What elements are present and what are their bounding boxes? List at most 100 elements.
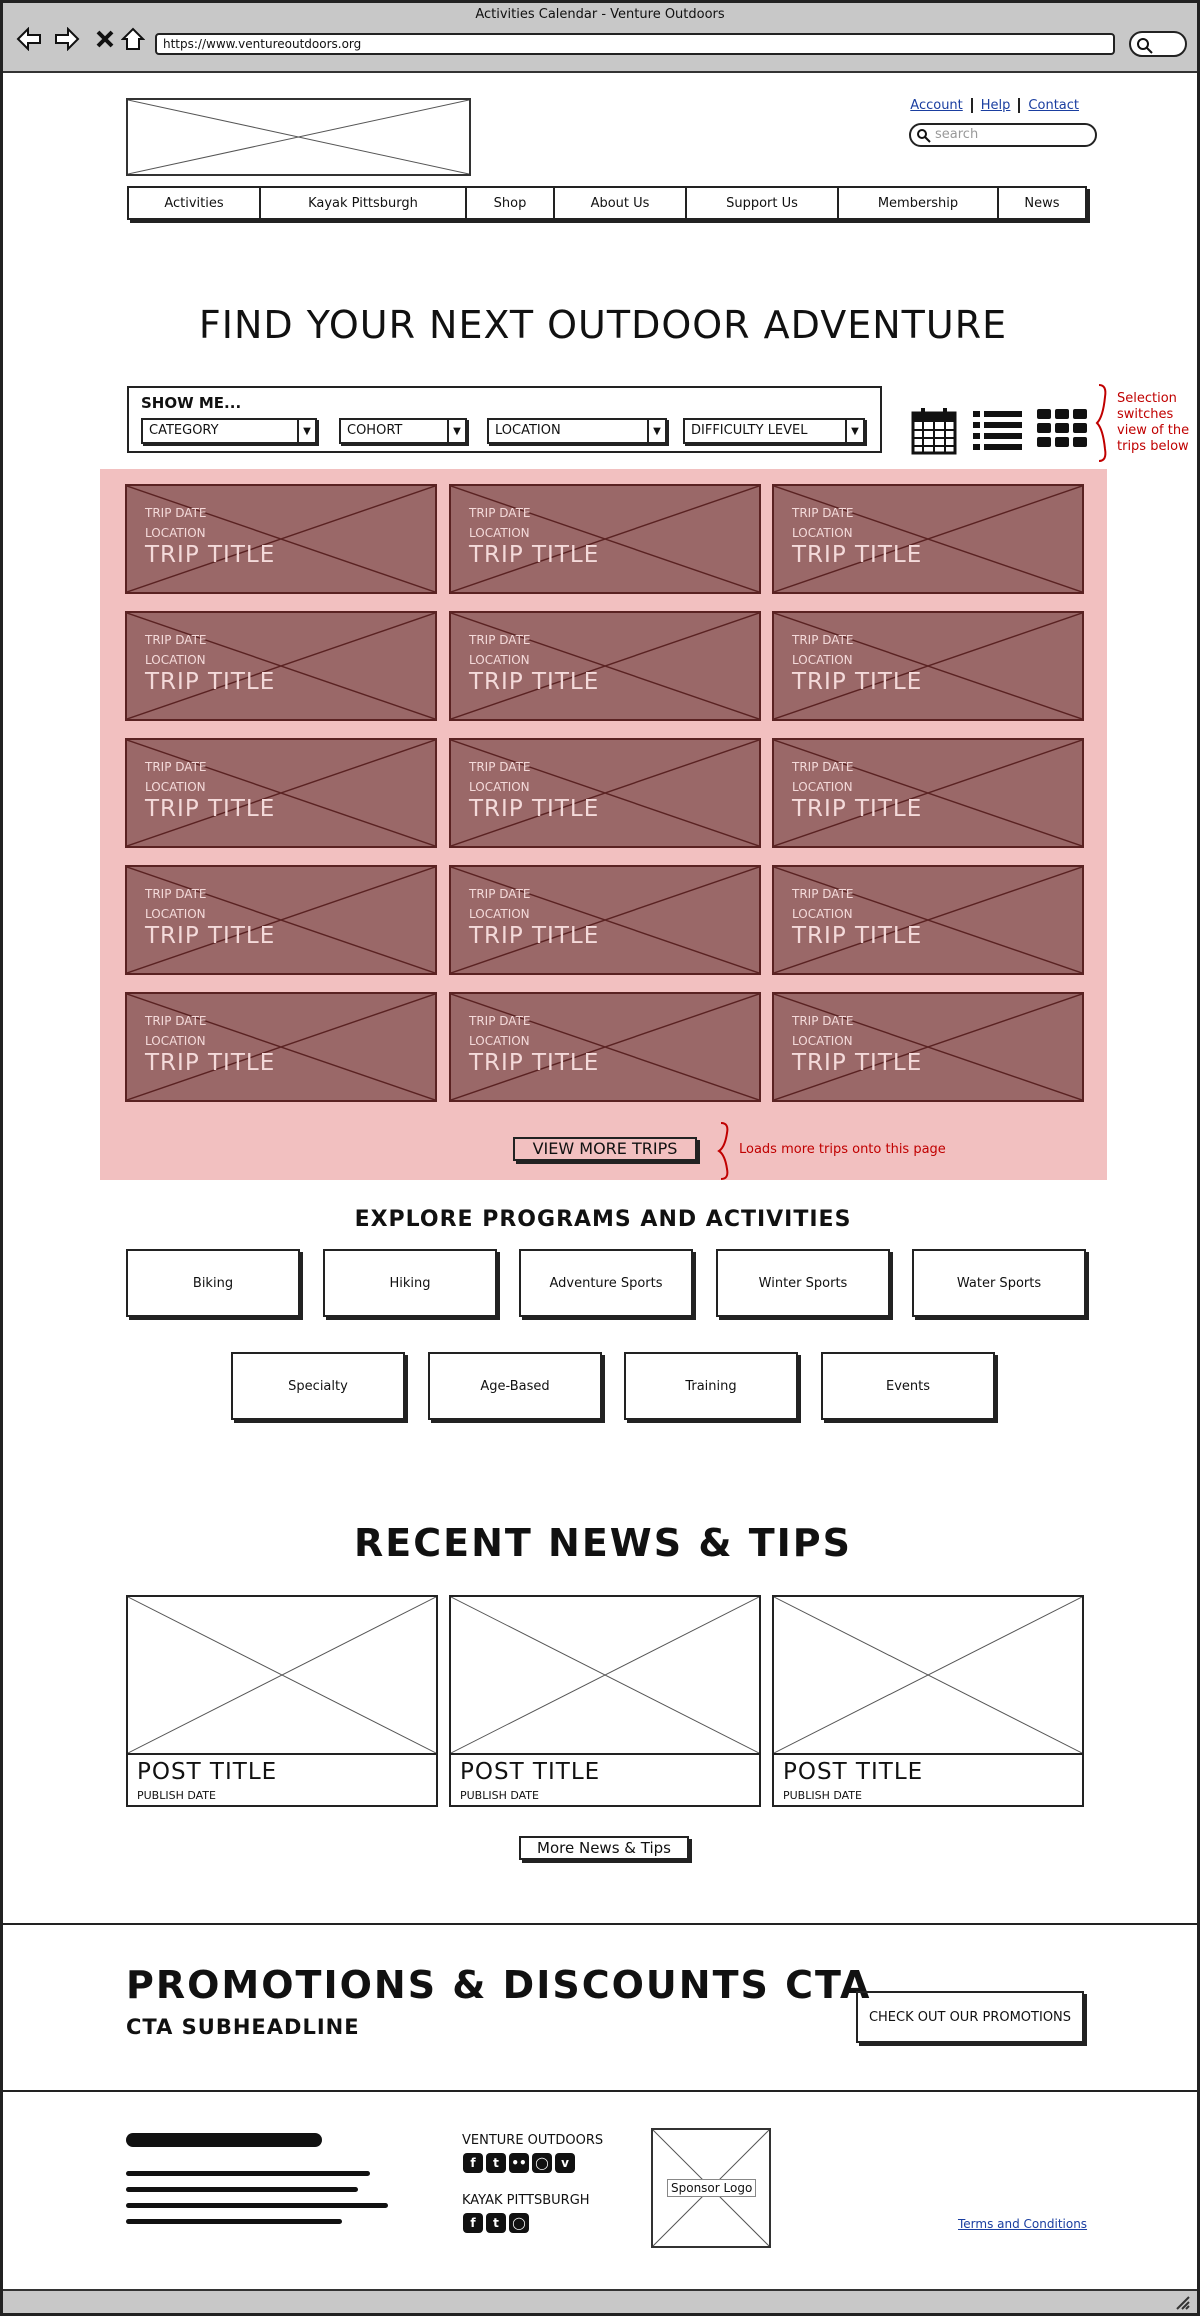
list-view-icon[interactable]	[973, 409, 1023, 451]
flickr-icon[interactable]: ••	[509, 2153, 529, 2173]
trip-title: TRIP TITLE	[792, 923, 923, 949]
horizontal-scrollbar[interactable]	[3, 2289, 1197, 2313]
twitter-icon[interactable]: t	[486, 2213, 506, 2233]
program-hiking-button[interactable]: Hiking	[323, 1249, 497, 1317]
browser-search-field[interactable]	[1129, 31, 1187, 57]
terms-link[interactable]: Terms and Conditions	[958, 2217, 1088, 2231]
publish-date: PUBLISH DATE	[783, 1789, 862, 1802]
nav-item-activities[interactable]: Activities	[164, 195, 224, 211]
trip-date: TRIP DATE	[469, 1014, 531, 1028]
trip-card[interactable]: TRIP DATE LOCATION TRIP TITLE	[449, 992, 761, 1102]
grid-view-icon[interactable]	[1037, 409, 1089, 449]
hero-title: FIND YOUR NEXT OUTDOOR ADVENTURE	[198, 303, 1008, 347]
nav-item-shop[interactable]: Shop	[465, 188, 553, 218]
trip-title: TRIP TITLE	[792, 796, 923, 822]
trip-title: TRIP TITLE	[145, 796, 276, 822]
trip-date: TRIP DATE	[469, 887, 531, 901]
back-icon[interactable]	[15, 25, 43, 53]
trip-title: TRIP TITLE	[145, 1050, 276, 1076]
program-age-based-button[interactable]: Age-Based	[428, 1352, 602, 1420]
venture-social-links: f t •• ◯ v	[463, 2153, 575, 2173]
facebook-icon[interactable]: f	[463, 2213, 483, 2233]
post-title: POST TITLE	[137, 1759, 278, 1785]
difficulty-dropdown[interactable]: DIFFICULTY LEVEL ▼	[683, 418, 865, 444]
difficulty-dropdown-value: DIFFICULTY LEVEL	[691, 423, 808, 438]
news-image-placeholder	[451, 1597, 759, 1755]
address-bar[interactable]: https://www.ventureoutdoors.org	[155, 33, 1115, 55]
program-training-button[interactable]: Training	[624, 1352, 798, 1420]
nav-item-about-us[interactable]: About Us	[553, 188, 685, 218]
promotions-cta-button[interactable]: CHECK OUT OUR PROMOTIONS	[856, 1991, 1084, 2043]
trip-location: LOCATION	[469, 1034, 530, 1048]
chevron-down-icon: ▼	[845, 420, 863, 442]
trip-image-placeholder	[127, 486, 435, 592]
site-logo-placeholder[interactable]	[126, 98, 471, 176]
publish-date: PUBLISH DATE	[137, 1789, 216, 1802]
forward-icon[interactable]	[53, 25, 81, 53]
view-more-trips-button[interactable]: VIEW MORE TRIPS	[513, 1137, 697, 1161]
trip-date: TRIP DATE	[792, 633, 854, 647]
trip-title: TRIP TITLE	[469, 1050, 600, 1076]
program-water-sports-button[interactable]: Water Sports	[912, 1249, 1086, 1317]
vimeo-icon[interactable]: v	[555, 2153, 575, 2173]
news-card[interactable]: POST TITLE PUBLISH DATE	[126, 1595, 438, 1807]
chevron-down-icon: ▼	[297, 420, 315, 442]
trip-title: TRIP TITLE	[145, 669, 276, 695]
category-dropdown[interactable]: CATEGORY ▼	[141, 418, 317, 444]
brace-icon	[1095, 384, 1107, 462]
program-winter-sports-button[interactable]: Winter Sports	[716, 1249, 890, 1317]
resize-grip-icon[interactable]	[1175, 2295, 1191, 2311]
facebook-icon[interactable]: f	[463, 2153, 483, 2173]
nav-item-news[interactable]: News	[997, 188, 1085, 218]
news-card[interactable]: POST TITLE PUBLISH DATE	[449, 1595, 761, 1807]
location-dropdown-value: LOCATION	[495, 423, 561, 438]
search-icon	[1137, 38, 1153, 54]
program-adventure-sports-button[interactable]: Adventure Sports	[519, 1249, 693, 1317]
trip-date: TRIP DATE	[145, 633, 207, 647]
account-link[interactable]: Account	[910, 98, 963, 113]
trip-filter-panel: SHOW ME... CATEGORY ▼ COHORT ▼ LOCATION …	[127, 386, 882, 453]
help-link[interactable]: Help	[970, 98, 1019, 113]
trip-title: TRIP TITLE	[469, 542, 600, 568]
trip-image-placeholder	[451, 867, 759, 973]
footer-logo-scribble	[126, 2127, 322, 2151]
sponsor-logo-placeholder[interactable]: Sponsor Logo	[651, 2128, 771, 2248]
calendar-icon[interactable]	[911, 407, 957, 455]
trip-title: TRIP TITLE	[469, 669, 600, 695]
program-events-button[interactable]: Events	[821, 1352, 995, 1420]
cohort-dropdown[interactable]: COHORT ▼	[339, 418, 467, 444]
program-specialty-button[interactable]: Specialty	[231, 1352, 405, 1420]
trip-image-placeholder	[774, 486, 1082, 592]
nav-item-membership[interactable]: Membership	[837, 188, 997, 218]
site-search-input[interactable]: search	[909, 123, 1097, 147]
nav-item-kayak-pittsburgh[interactable]: Kayak Pittsburgh	[259, 188, 465, 218]
trip-location: LOCATION	[469, 526, 530, 540]
twitter-icon[interactable]: t	[486, 2153, 506, 2173]
brace-icon	[717, 1122, 729, 1180]
location-dropdown[interactable]: LOCATION ▼	[487, 418, 667, 444]
contact-link[interactable]: Contact	[1018, 98, 1087, 113]
nav-item-support-us[interactable]: Support Us	[685, 188, 837, 218]
news-card[interactable]: POST TITLE PUBLISH DATE	[772, 1595, 1084, 1807]
more-news-button[interactable]: More News & Tips	[519, 1836, 689, 1860]
instagram-icon[interactable]: ◯	[532, 2153, 552, 2173]
utility-links: Account Help Contact	[902, 98, 1087, 113]
home-icon[interactable]	[119, 25, 147, 53]
program-biking-button[interactable]: Biking	[126, 1249, 300, 1317]
instagram-icon[interactable]: ◯	[509, 2213, 529, 2233]
stop-icon[interactable]	[91, 25, 119, 53]
